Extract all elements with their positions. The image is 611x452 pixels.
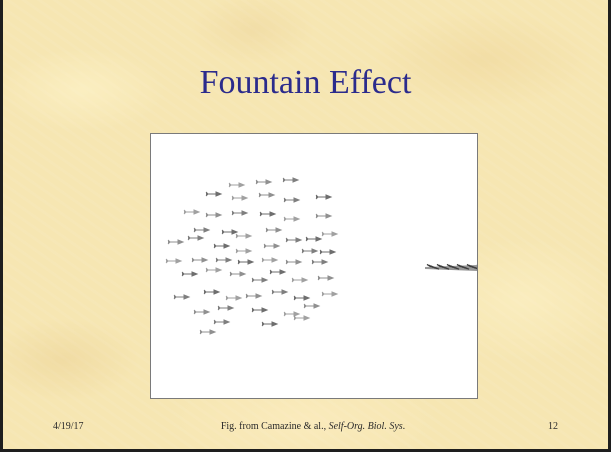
fish-icon — [285, 259, 303, 265]
fish-icon — [303, 303, 321, 309]
fish-icon — [235, 233, 253, 239]
fish-icon — [235, 248, 253, 254]
fish-icon — [187, 235, 205, 241]
fish-icon — [261, 257, 279, 263]
fish-icon — [191, 257, 209, 263]
fish-icon — [251, 277, 269, 283]
fish-icon — [167, 239, 185, 245]
caption-italic: Self-Org. Biol. Sys — [328, 421, 403, 432]
fish-icon — [321, 291, 339, 297]
fish-icon — [261, 321, 279, 327]
figure-fish-school — [150, 133, 478, 399]
caption-suffix: . — [402, 421, 406, 432]
fish-icon — [193, 309, 211, 315]
fish-icon — [283, 216, 301, 222]
fish-icon — [258, 192, 276, 198]
fish-icon — [282, 177, 300, 183]
fish-icon — [245, 293, 263, 299]
fish-icon — [319, 249, 337, 255]
fish-icon — [301, 248, 319, 254]
footer-caption: Fig. from Camazine & al., Self-Org. Biol… — [163, 421, 463, 432]
fish-icon — [255, 179, 273, 185]
fish-icon — [271, 289, 289, 295]
footer-date: 4/19/17 — [53, 421, 84, 432]
fish-icon — [321, 231, 339, 237]
fish-icon — [269, 269, 287, 275]
slide-title: Fountain Effect — [199, 64, 412, 101]
fish-streak-icon — [425, 263, 477, 271]
fish-school-illustration — [165, 177, 477, 335]
fish-icon — [315, 194, 333, 200]
fish-icon — [225, 295, 243, 301]
fish-icon — [205, 212, 223, 218]
fish-icon — [173, 294, 191, 300]
fish-icon — [283, 197, 301, 203]
fish-icon — [213, 243, 231, 249]
fish-icon — [315, 213, 333, 219]
fish-icon — [199, 329, 217, 335]
fish-icon — [259, 211, 277, 217]
fish-icon — [265, 227, 283, 233]
footer-page-number: 12 — [548, 421, 558, 432]
fish-icon — [231, 195, 249, 201]
fish-icon — [203, 289, 221, 295]
fish-icon — [217, 305, 235, 311]
fish-icon — [205, 191, 223, 197]
fish-icon — [205, 267, 223, 273]
fish-icon — [213, 319, 231, 325]
fish-icon — [283, 311, 301, 317]
fish-icon — [183, 209, 201, 215]
fish-icon — [165, 258, 183, 264]
fish-icon — [293, 315, 311, 321]
fish-icon — [229, 271, 247, 277]
fish-icon — [193, 227, 211, 233]
fish-icon — [231, 210, 249, 216]
fish-icon — [228, 182, 246, 188]
fish-icon — [291, 277, 309, 283]
fish-icon — [285, 237, 303, 243]
fish-icon — [181, 271, 199, 277]
fish-icon — [305, 236, 323, 242]
fish-icon — [311, 259, 329, 265]
fish-icon — [263, 243, 281, 249]
fish-icon — [251, 307, 269, 313]
fish-icon — [317, 275, 335, 281]
fish-icon — [221, 229, 239, 235]
fish-icon — [293, 295, 311, 301]
fish-icon — [215, 257, 233, 263]
caption-prefix: Fig. from Camazine & al., — [220, 421, 329, 432]
fish-icon — [237, 259, 255, 265]
